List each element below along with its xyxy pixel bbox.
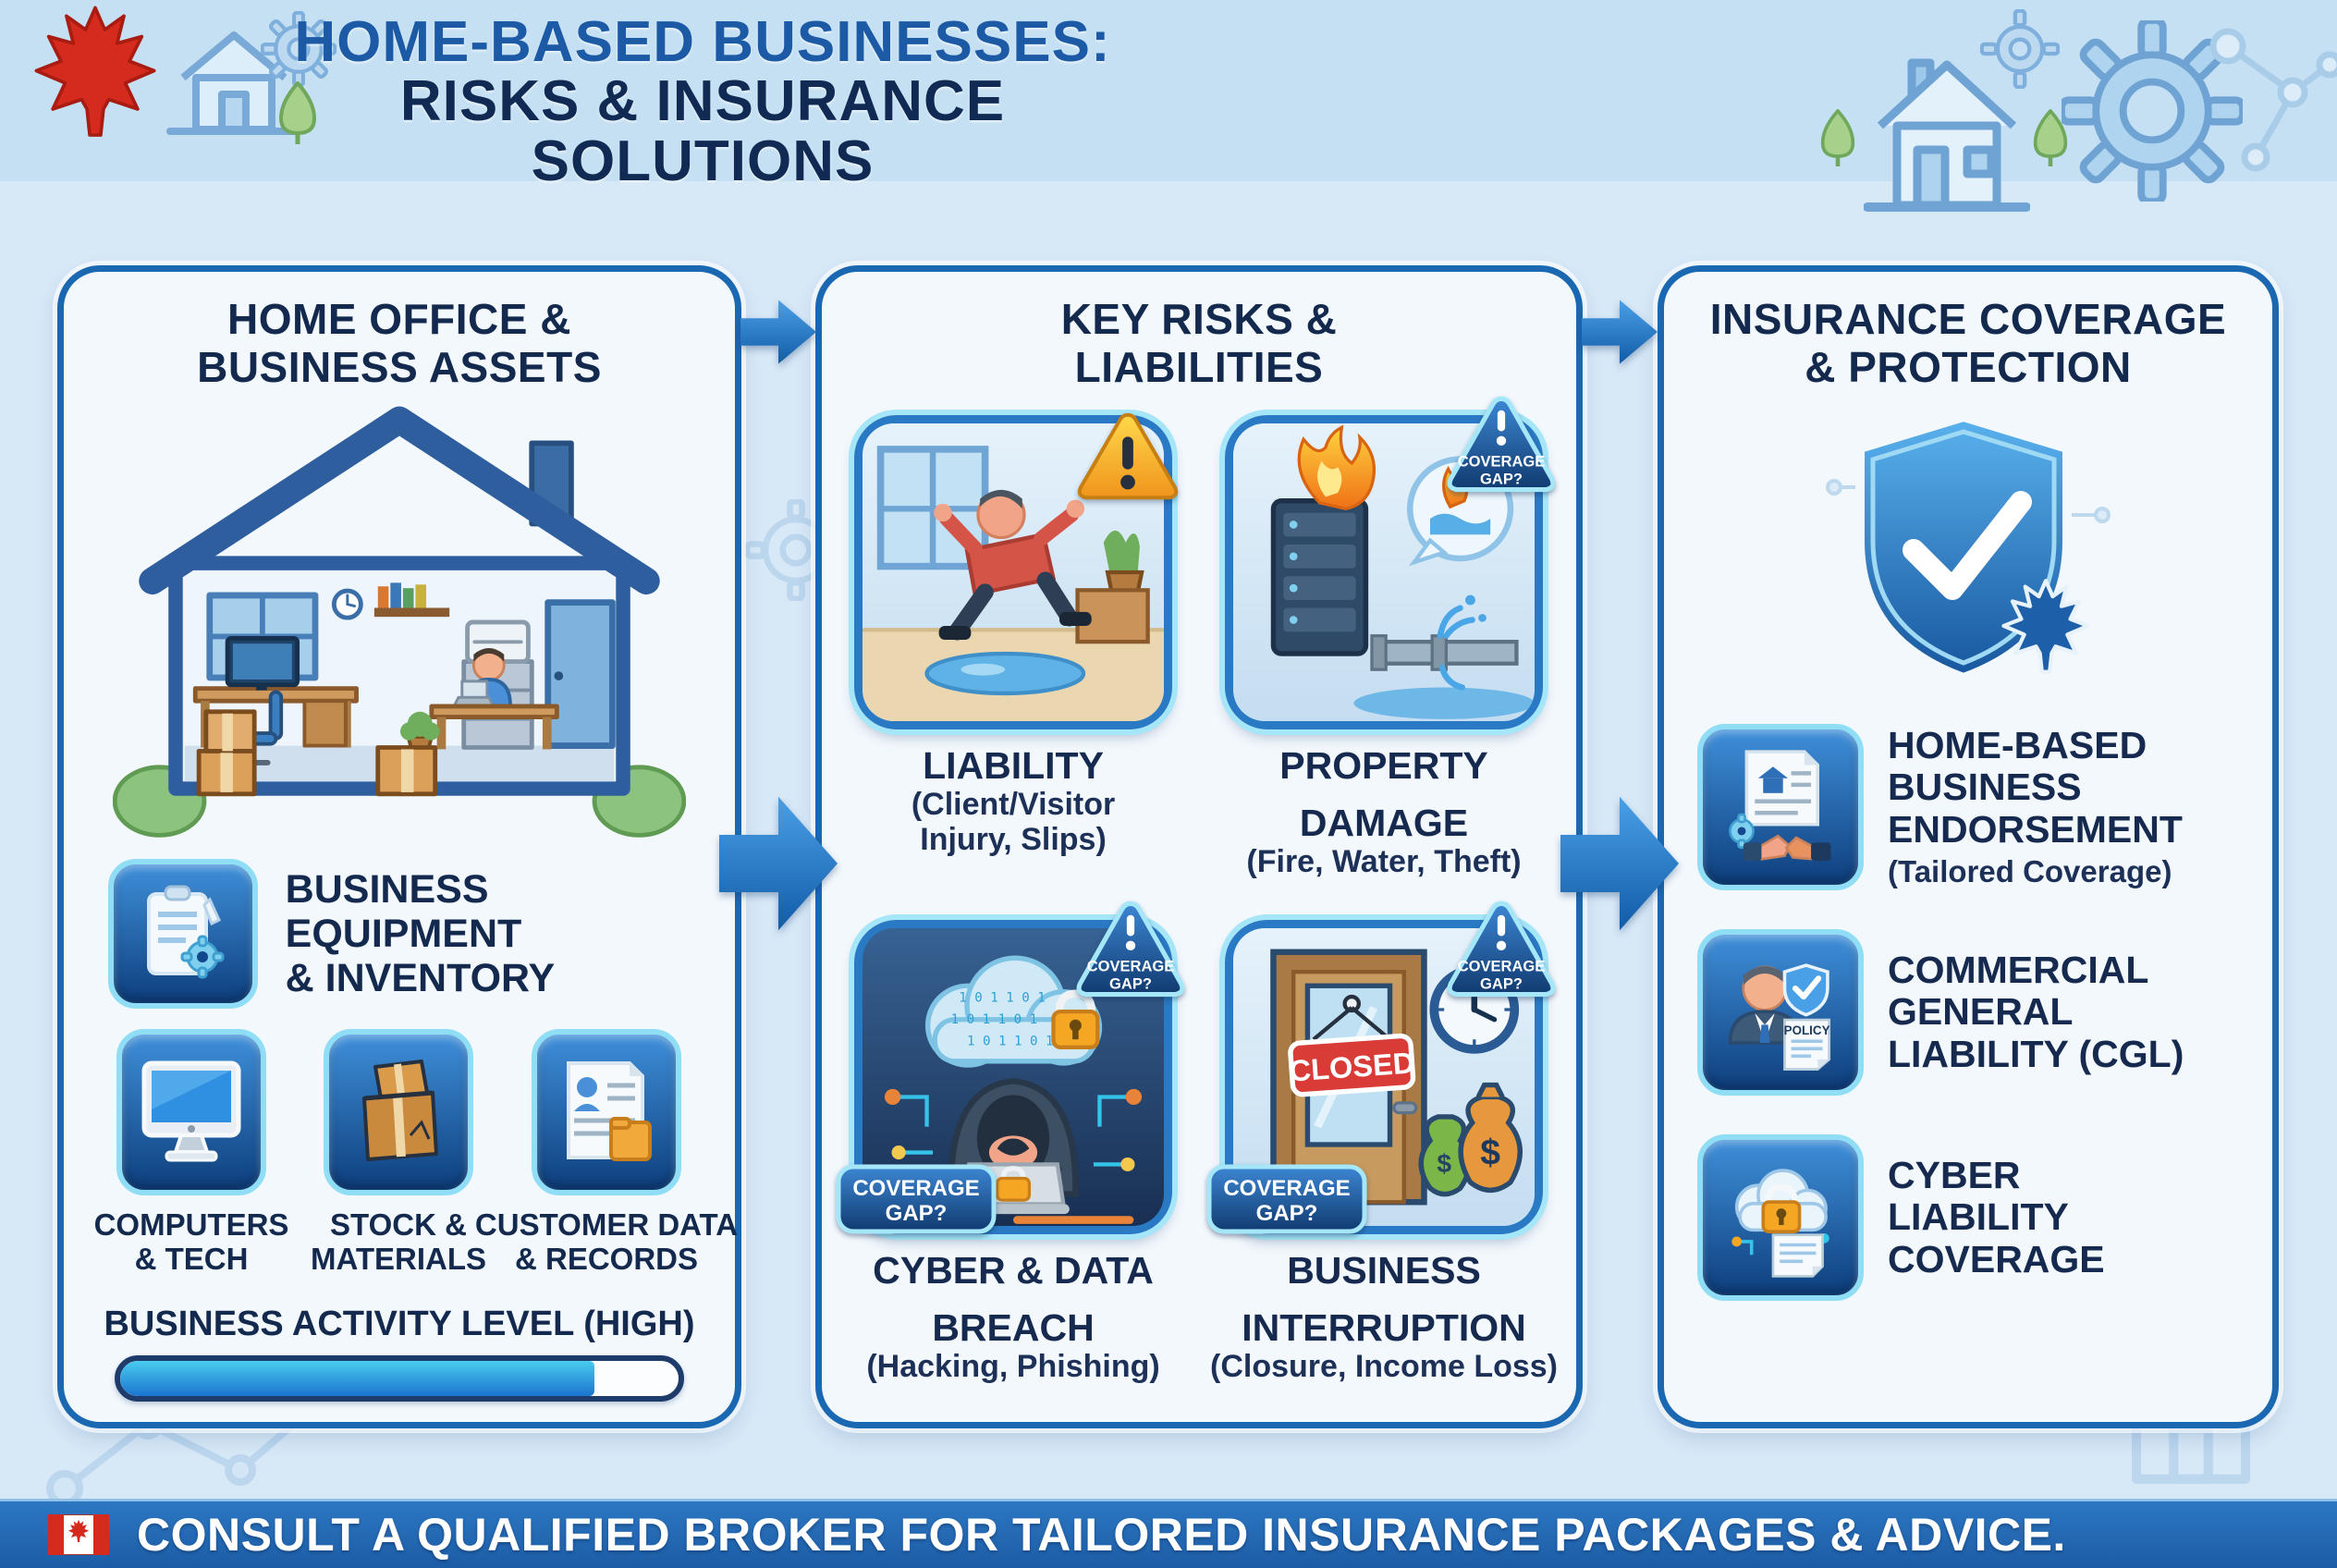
insurance-item-endorsement: HOME-BASED BUSINESS ENDORSEMENT (Tailore… (1697, 724, 2239, 891)
svg-text:$: $ (1437, 1149, 1451, 1178)
panel-key-risks: KEY RISKS & LIABILITIES (815, 265, 1583, 1428)
svg-text:GAP?: GAP? (1256, 1201, 1318, 1226)
panel-risks-title-line1: KEY RISKS & (1060, 295, 1338, 343)
svg-text:COVERAGE: COVERAGE (1087, 958, 1175, 975)
activity-progress (115, 1354, 684, 1402)
svg-text:COVERAGE: COVERAGE (1458, 453, 1546, 471)
risk-grid: LIABILITY (Client/Visitor Injury, Slips) (822, 396, 1576, 1384)
svg-text:1 0 1 1 0 1: 1 0 1 1 0 1 (951, 1012, 1038, 1027)
risk-cyber-name: CYBER & DATA (873, 1248, 1154, 1292)
panel-insurance-title-line2: & PROTECTION (1805, 342, 2132, 391)
warning-triangle-icon (1077, 412, 1179, 500)
svg-text:GAP?: GAP? (886, 1201, 948, 1226)
policy-doc-label: POLICY (1784, 1023, 1830, 1037)
coverage-gap-badge: COVERAGE GAP? (1447, 396, 1556, 493)
svg-text:GAP?: GAP? (1109, 974, 1152, 992)
canada-flag-icon (48, 1514, 109, 1555)
asset-records: CUSTOMER DATA & RECORDS (475, 1029, 738, 1277)
network-nodes-icon (2209, 28, 2337, 172)
house-icon (1864, 58, 2030, 212)
panel-insurance-title: INSURANCE COVERAGE & PROTECTION (1673, 295, 2263, 391)
records-icon (532, 1029, 681, 1196)
coverage-gap-badge: COVERAGE GAP? (1076, 900, 1185, 997)
panel-assets-title-line1: HOME OFFICE & (227, 295, 571, 343)
footer-advice-text: CONSULT A QUALIFIED BROKER FOR TAILORED … (137, 1509, 2066, 1561)
insurance-item-cyber: CYBER LIABILITY COVERAGE (1697, 1134, 2239, 1302)
slip-fall-icon (854, 412, 1179, 730)
hacker-icon: 1 0 1 1 0 1 1 0 1 1 0 1 1 0 1 1 0 1 (836, 900, 1185, 1234)
svg-text:1 0 1 1 0 1: 1 0 1 1 0 1 (959, 990, 1046, 1005)
house-icon (166, 31, 301, 135)
asset-computers-label: COMPUTERS & TECH (93, 1207, 289, 1276)
tree-icon (1820, 109, 1855, 166)
fire-water-icon: COVERAGE GAP? (1225, 396, 1556, 730)
equipment-label: BUSINESS EQUIPMENT & INVENTORY (286, 867, 735, 1000)
activity-level-label: BUSINESS ACTIVITY LEVEL (HIGH) (104, 1304, 695, 1343)
svg-text:GAP?: GAP? (1480, 974, 1523, 992)
asset-records-label: CUSTOMER DATA & RECORDS (474, 1207, 739, 1276)
broker-policy-icon: POLICY (1697, 929, 1864, 1096)
panel-insurance-coverage: INSURANCE COVERAGE & PROTECTION (1658, 265, 2279, 1428)
flow-arrow-icon (1560, 796, 1679, 931)
tree-icon (2033, 109, 2068, 166)
footer-banner: CONSULT A QUALIFIED BROKER FOR TAILORED … (0, 1501, 2337, 1568)
equipment-label-line1: BUSINESS EQUIPMENT (285, 866, 522, 956)
insurance-item-cgl: POLICY COMMERCIAL GENERAL LIABILITY (CGL… (1697, 929, 2239, 1096)
gear-icon (261, 11, 336, 87)
page-title: HOME-BASED BUSINESSES: RISKS & INSURANCE… (236, 10, 1169, 193)
equipment-label-line2: & INVENTORY (285, 956, 556, 1001)
panel-insurance-title-line1: INSURANCE COVERAGE (1709, 295, 2227, 343)
endorsement-doc-icon (1697, 724, 1864, 891)
closed-door-icon: CLOSED $ $ (1206, 900, 1556, 1234)
coverage-gap-badge: COVERAGE GAP? (1206, 1164, 1367, 1234)
asset-stock-label: STOCK & MATERIALS (310, 1207, 487, 1276)
panel-home-office-assets: HOME OFFICE & BUSINESS ASSETS (57, 265, 741, 1428)
risk-liability-name: LIABILITY (923, 744, 1104, 788)
shield-check-icon (1826, 411, 2111, 683)
asset-computers: COMPUTERS & TECH (88, 1029, 295, 1277)
panel-assets-title-line2: BUSINESS ASSETS (197, 342, 602, 391)
flow-arrow-icon (740, 300, 816, 364)
svg-text:$: $ (1480, 1133, 1500, 1172)
activity-progress-fill (120, 1360, 595, 1396)
panel-risks-title: KEY RISKS & LIABILITIES (831, 295, 1567, 391)
svg-text:COVERAGE: COVERAGE (1458, 958, 1546, 975)
assets-row: COMPUTERS & TECH (64, 1029, 738, 1277)
tree-icon (278, 81, 317, 144)
page-title-line2: RISKS & INSURANCE SOLUTIONS (399, 69, 1006, 193)
boxes-icon (324, 1029, 473, 1196)
computer-icon (116, 1029, 266, 1196)
panel-risks-title-line2: LIABILITIES (1074, 342, 1324, 391)
coverage-gap-badge: COVERAGE GAP? (1447, 900, 1556, 997)
svg-text:COVERAGE: COVERAGE (1223, 1176, 1350, 1201)
gear-icon (2062, 20, 2243, 202)
risk-business-interruption: CLOSED $ $ (1206, 900, 1558, 1384)
coverage-gap-badge: COVERAGE GAP? (836, 1164, 997, 1234)
panel-assets-title: HOME OFFICE & BUSINESS ASSETS (73, 295, 726, 391)
cyber-cloud-lock-icon (1697, 1134, 1864, 1302)
risk-property-damage: COVERAGE GAP? PROPERTY DAMAGE (Fire, Wat… (1210, 396, 1558, 879)
svg-text:COVERAGE: COVERAGE (852, 1176, 979, 1201)
page-title-line1: HOME-BASED BUSINESSES: (294, 10, 1111, 74)
risk-interruption-name: BUSINESS (1287, 1248, 1481, 1292)
maple-leaf-icon (34, 6, 156, 137)
clipboard-gear-icon (108, 859, 258, 1010)
flow-arrow-icon (719, 796, 838, 931)
asset-stock: STOCK & MATERIALS (295, 1029, 502, 1277)
equipment-row: BUSINESS EQUIPMENT & INVENTORY (64, 846, 735, 1010)
risk-cyber: 1 0 1 1 0 1 1 0 1 1 0 1 1 0 1 1 0 1 (836, 900, 1186, 1384)
insurance-items: HOME-BASED BUSINESS ENDORSEMENT (Tailore… (1664, 724, 2272, 1302)
risk-property-name: PROPERTY (1279, 744, 1488, 788)
svg-text:1 0 1 1 0 1: 1 0 1 1 0 1 (967, 1035, 1054, 1049)
flow-arrow-icon (1582, 300, 1658, 364)
gear-icon (1980, 9, 2060, 89)
home-office-illustration (113, 406, 686, 838)
risk-liability: LIABILITY (Client/Visitor Injury, Slips) (840, 412, 1186, 879)
svg-text:GAP?: GAP? (1480, 470, 1523, 487)
